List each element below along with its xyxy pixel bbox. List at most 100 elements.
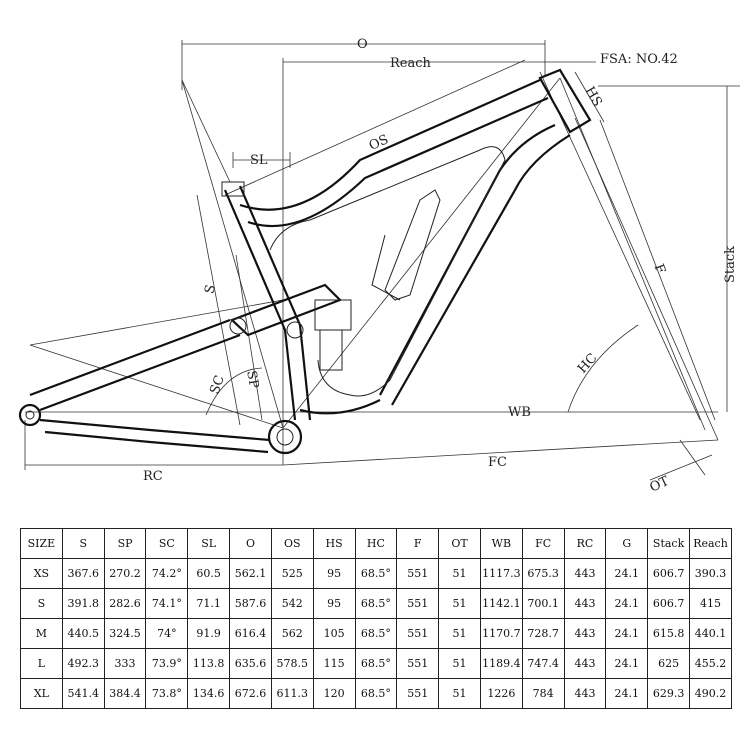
column-header: HC [354,528,398,559]
label-wb: WB [508,405,531,420]
table-cell: 1117.3 [479,558,523,589]
table-cell: 51 [438,588,481,619]
table-cell: 24.1 [605,648,649,679]
label-os: OS [367,132,391,154]
table-cell: 616.4 [229,618,272,649]
label-hs: HS [582,84,605,109]
table-cell: 91.9 [187,618,231,649]
table-cell: 675.3 [521,558,565,589]
table-cell: 74.1° [145,588,189,619]
size-cell: M [20,618,63,649]
label-sc: SC [207,373,228,396]
table-cell: 105 [312,618,356,649]
table-cell: 24.1 [605,618,649,649]
table-cell: 629.3 [647,678,690,709]
table-cell: 68.5° [354,618,398,649]
dimension-labels: O Reach FSA: NO.42 HS OS SL Stack S F HC… [143,37,738,496]
column-header: SL [187,528,231,559]
table-cell: 95 [312,558,356,589]
table-cell: 551 [396,678,440,709]
table-cell: 587.6 [229,588,272,619]
column-header: OT [438,528,481,559]
table-cell: 1226 [479,678,523,709]
table-cell: 541.4 [61,678,105,709]
table-cell: 443 [563,588,607,619]
label-f: F [651,262,668,276]
table-cell: 51 [438,678,481,709]
column-header: Reach [689,528,732,559]
size-cell: L [20,648,63,679]
label-o: O [357,37,368,52]
label-sp: SP [243,370,261,390]
dimension-lines [24,40,740,481]
table-cell: 455.2 [689,648,732,679]
table-cell: 1170.7 [479,618,523,649]
size-cell: S [20,588,63,619]
table-cell: 551 [396,618,440,649]
table-cell: 525 [270,558,314,589]
table-cell: 391.8 [61,588,105,619]
table-cell: 134.6 [187,678,231,709]
column-header: SIZE [20,528,63,559]
table-cell: 24.1 [605,558,649,589]
table-cell: 492.3 [61,648,105,679]
column-header: RC [563,528,607,559]
label-reach: Reach [390,56,432,71]
table-cell: 115 [312,648,356,679]
table-cell: 615.8 [647,618,690,649]
table-cell: 51 [438,618,481,649]
table-cell: 672.6 [229,678,272,709]
column-header: S [61,528,105,559]
table-cell: 71.1 [187,588,231,619]
label-fsa: FSA: NO.42 [600,52,678,67]
column-header: OS [270,528,314,559]
table-cell: 562 [270,618,314,649]
table-cell: 443 [563,648,607,679]
table-cell: 440.1 [689,618,732,649]
table-cell: 333 [103,648,147,679]
table-cell: 784 [521,678,565,709]
table-cell: 74° [145,618,189,649]
table-cell: 282.6 [103,588,147,619]
label-stack: Stack [723,246,738,283]
table-cell: 747.4 [521,648,565,679]
label-sl: SL [250,153,268,168]
column-header: HS [312,528,356,559]
table-cell: 68.5° [354,678,398,709]
column-header: G [605,528,649,559]
table-cell: 606.7 [647,588,690,619]
table-cell: 367.6 [61,558,105,589]
label-hc: HC [575,351,600,377]
column-header: FC [521,528,565,559]
bike-frame [18,68,592,455]
table-cell: 728.7 [521,618,565,649]
table-cell: 51 [438,648,481,679]
table-cell: 443 [563,618,607,649]
table-cell: 95 [312,588,356,619]
table-cell: 68.5° [354,648,398,679]
table-cell: 440.5 [61,618,105,649]
column-header: SP [103,528,147,559]
size-cell: XS [20,558,63,589]
table-cell: 51 [438,558,481,589]
table-cell: 562.1 [229,558,272,589]
table-cell: 578.5 [270,648,314,679]
label-s: S [202,283,219,295]
table-cell: 551 [396,558,440,589]
table-cell: 551 [396,588,440,619]
table-cell: 384.4 [103,678,147,709]
label-ot: OT [648,474,672,496]
column-header: F [396,528,440,559]
label-fc: FC [488,455,507,470]
table-cell: 611.3 [270,678,314,709]
table-cell: 390.3 [689,558,732,589]
table-cell: 551 [396,648,440,679]
table-cell: 443 [563,678,607,709]
frame-geometry-diagram: O Reach FSA: NO.42 HS OS SL Stack S F HC… [18,37,740,496]
column-header: Stack [647,528,690,559]
table-cell: 74.2° [145,558,189,589]
